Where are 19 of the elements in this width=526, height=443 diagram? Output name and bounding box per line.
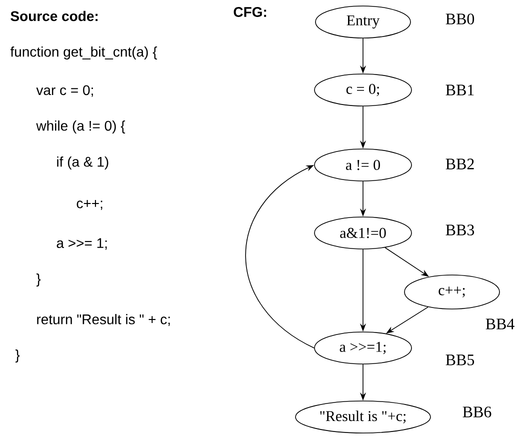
code-line: if (a & 1) <box>57 156 108 170</box>
heading: CFG: <box>234 7 266 17</box>
block-label: BB6 <box>462 406 492 418</box>
code-line: var c = 0; <box>36 85 93 97</box>
block-label: BB4 <box>486 318 514 330</box>
arrow <box>245 165 314 348</box>
heading: Source code: <box>10 10 98 22</box>
block-label: BB2 <box>446 158 474 170</box>
block-label: BB3 <box>446 224 474 236</box>
code-line: a >>= 1; <box>56 238 107 250</box>
code-line: function get_bit_cnt(a) { <box>10 46 158 60</box>
code-line: while (a != 0) { <box>36 120 126 134</box>
code-line: } <box>15 349 20 362</box>
block-label: BB0 <box>446 14 474 24</box>
block-label: BB5 <box>446 354 474 366</box>
code-line: c++; <box>76 200 102 210</box>
code-line: } <box>36 273 41 287</box>
code-line: return "Result is " + c; <box>37 314 170 326</box>
block-label: BB1 <box>446 84 474 96</box>
